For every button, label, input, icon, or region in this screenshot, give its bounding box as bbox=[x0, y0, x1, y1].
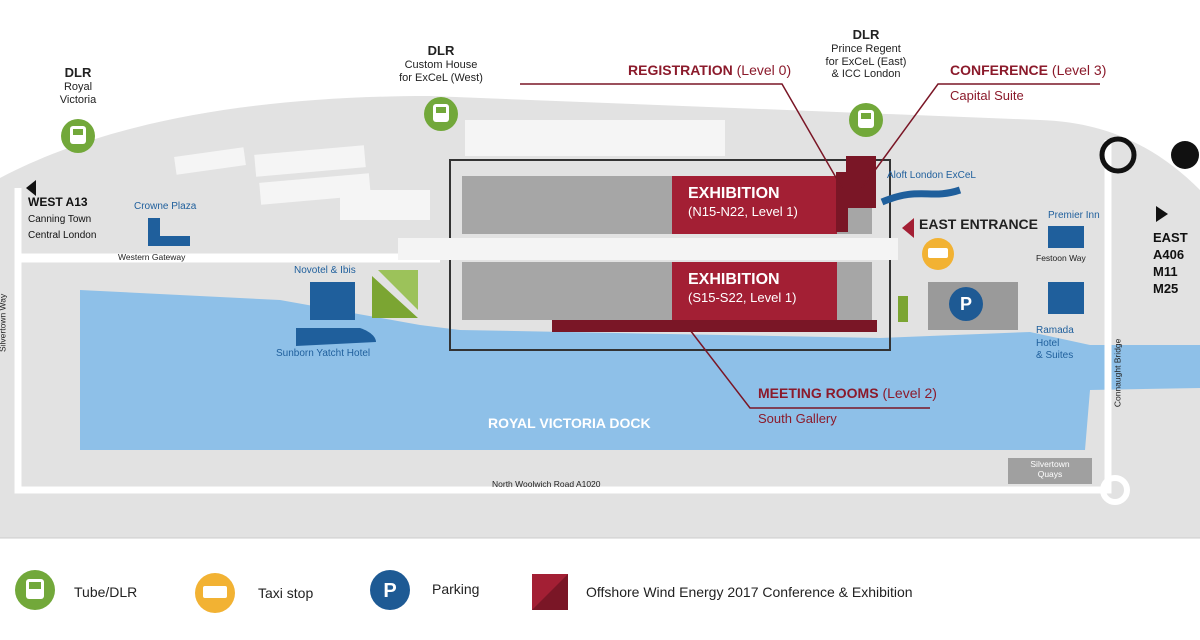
ramada-block bbox=[1048, 282, 1084, 314]
road-silvertown-way: Silvertown Way bbox=[0, 293, 8, 353]
station-name-line1: Prince Regent bbox=[831, 42, 901, 55]
crowne-plaza-block bbox=[148, 218, 190, 246]
east-line2: M11 bbox=[1153, 263, 1178, 279]
place-crowne-plaza: Crowne Plaza bbox=[134, 201, 197, 212]
station-mode: DLR bbox=[427, 43, 455, 58]
svg-text:P: P bbox=[383, 580, 396, 602]
legend-tube-label: Tube/DLR bbox=[74, 584, 138, 600]
exhibition-detail: (S15-S22, Level 1) bbox=[688, 290, 797, 306]
legend-taxi-label: Taxi stop bbox=[258, 585, 314, 601]
callout-level: (Level 2) bbox=[882, 385, 937, 401]
callout-level: (Level 0) bbox=[736, 62, 792, 78]
taxi-stop-icon bbox=[922, 238, 954, 270]
road-western-gateway: Western Gateway bbox=[118, 252, 186, 262]
station-label-prince-regent: DLR Prince Regent for ExCeL (East) & ICC… bbox=[825, 27, 907, 81]
west-buildings bbox=[174, 120, 725, 220]
place-novotel-ibis: Novotel & Ibis bbox=[294, 265, 356, 276]
event-area-north bbox=[672, 176, 837, 234]
exhibition-title: EXHIBITION bbox=[688, 271, 780, 288]
station-name: Royal Victoria bbox=[59, 80, 97, 106]
event-area-south bbox=[672, 262, 837, 320]
callout-registration: REGISTRATION (Level 0) bbox=[628, 62, 791, 78]
direction-west: WEST A13 Canning Town Central London bbox=[28, 195, 97, 242]
green-area-east bbox=[898, 296, 908, 322]
legend-taxi-icon bbox=[195, 573, 235, 613]
quays-line2: Quays bbox=[1037, 468, 1063, 479]
east-arrow bbox=[1156, 206, 1168, 222]
exhibition-detail: (N15-N22, Level 1) bbox=[688, 204, 798, 220]
legend-parking-label: Parking bbox=[432, 581, 480, 597]
registration-block bbox=[836, 172, 848, 232]
east-road: EAST bbox=[1153, 230, 1188, 245]
east-line1: A406 bbox=[1153, 246, 1185, 262]
east-line3: M25 bbox=[1153, 280, 1179, 296]
dlr-prince-regent-icon bbox=[849, 103, 883, 137]
callout-name: CONFERENCE bbox=[950, 62, 1049, 78]
legend-event-icon bbox=[532, 574, 568, 610]
road-connaught-bridge: Connaught Bridge bbox=[1112, 338, 1123, 408]
central-boulevard bbox=[398, 238, 898, 260]
roundabout-north-east bbox=[1171, 141, 1199, 169]
aloft-hotel-shape bbox=[880, 186, 962, 206]
station-mode: DLR bbox=[64, 65, 92, 80]
direction-east: EAST A406 M11 M25 bbox=[1153, 230, 1188, 298]
callout-meeting-rooms: MEETING ROOMS (Level 2) bbox=[758, 385, 937, 401]
callout-name: MEETING ROOMS bbox=[758, 385, 879, 401]
callout-meeting-sub: South Gallery bbox=[758, 411, 837, 426]
station-name-line1: Custom House bbox=[404, 58, 478, 71]
conference-block bbox=[846, 156, 876, 208]
premier-inn-block bbox=[1048, 226, 1084, 248]
dlr-royal-victoria-icon bbox=[61, 119, 95, 153]
novotel-block bbox=[310, 282, 355, 320]
sunborn-yacht-block bbox=[296, 328, 376, 346]
callout-level: (Level 3) bbox=[1051, 62, 1107, 78]
road-north-woolwich: North Woolwich Road A1020 bbox=[492, 479, 601, 489]
legend-event-label: Offshore Wind Energy 2017 Conference & E… bbox=[586, 584, 913, 600]
place-aloft: Aloft London ExCeL bbox=[887, 170, 976, 181]
silvertown-quays-box bbox=[1008, 458, 1092, 484]
west-road: WEST A13 bbox=[28, 195, 88, 209]
west-line2: Central London bbox=[28, 230, 97, 242]
west-line1: Canning Town bbox=[28, 213, 92, 225]
svg-text:P: P bbox=[960, 294, 972, 314]
station-name-line3: & ICC London bbox=[831, 68, 901, 81]
ramada-line1: Ramada bbox=[1036, 325, 1074, 336]
callout-conference-sub: Capital Suite bbox=[950, 88, 1024, 103]
callout-name: REGISTRATION bbox=[628, 62, 733, 78]
quays-line1: Silvertown bbox=[1030, 459, 1070, 469]
callout-lines bbox=[520, 83, 1100, 409]
green-area-west bbox=[372, 276, 418, 318]
dlr-custom-house-icon bbox=[424, 97, 458, 131]
place-premier-inn: Premier Inn bbox=[1048, 210, 1100, 221]
station-mode: DLR bbox=[852, 27, 880, 42]
roundabout-south bbox=[1100, 475, 1130, 505]
place-east-entrance: EAST ENTRANCE bbox=[919, 216, 1039, 232]
east-entrance-arrow bbox=[902, 218, 914, 238]
place-ramada: Ramada Hotel & Suites bbox=[1036, 325, 1074, 363]
station-label-royal-victoria: DLR Royal Victoria bbox=[48, 65, 108, 106]
west-arrow bbox=[26, 180, 36, 196]
green-area-west-2 bbox=[378, 270, 418, 310]
meeting-rooms-strip bbox=[552, 320, 877, 332]
roundabout-north bbox=[1099, 136, 1137, 174]
parking-icon: P bbox=[949, 287, 983, 321]
hotel-blocks bbox=[148, 218, 1084, 346]
road-festoon-way: Festoon Way bbox=[1036, 253, 1086, 263]
exhibition-title: EXHIBITION bbox=[688, 185, 780, 202]
place-silvertown-quays: Silvertown Quays bbox=[1016, 459, 1084, 480]
station-name-line2: for ExCeL (East) bbox=[825, 55, 907, 68]
ramada-line2: Hotel bbox=[1036, 337, 1060, 349]
station-name-line2: for ExCeL (West) bbox=[399, 71, 483, 84]
station-label-custom-house: DLR Custom House for ExCeL (West) bbox=[399, 43, 483, 84]
place-royal-victoria-dock: ROYAL VICTORIA DOCK bbox=[488, 415, 651, 431]
exhibition-south-label: EXHIBITION (S15-S22, Level 1) bbox=[688, 271, 796, 308]
exhibition-north-label: EXHIBITION (N15-N22, Level 1) bbox=[688, 185, 798, 222]
legend-parking-icon: P bbox=[370, 570, 410, 610]
place-sunborn: Sunborn Yatcht Hotel bbox=[276, 348, 371, 359]
callout-conference: CONFERENCE (Level 3) bbox=[950, 62, 1106, 78]
perimeter-road bbox=[14, 140, 1112, 494]
legend-tube-icon bbox=[15, 570, 55, 610]
ramada-line3: & Suites bbox=[1036, 350, 1074, 361]
